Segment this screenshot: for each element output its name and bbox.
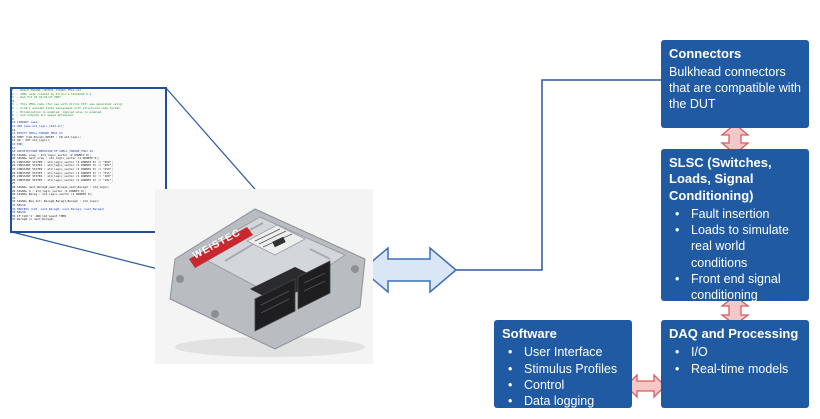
slsc-item-fault-insertion: Fault insertion xyxy=(669,206,801,223)
code-line: 14 PORT (CLK,Bcoupl,RESET : IN std_logic… xyxy=(12,134,82,139)
code-line: 15 Q0 : OUT std_logic); xyxy=(12,138,51,143)
code-line: 1 -- BOSCH_ENGINE_CONTROL_TORQUE_FMA1.vh… xyxy=(12,88,82,92)
code-listing-panel: 1 -- BOSCH_ENGINE_CONTROL_TORQUE_FMA1.vh… xyxy=(10,87,167,233)
code-line: 10 LIBRARY ieee; xyxy=(12,120,39,125)
code-line: 31 xyxy=(12,195,16,200)
code-line: 33 BEGIN xyxy=(12,203,26,207)
ecu-image: WEISTEC xyxy=(155,189,373,364)
code-lines: 1 -- BOSCH_ENGINE_CONTROL_TORQUE_FMA1.vh… xyxy=(12,89,165,222)
code-line: 24 CONSTANT STATE3 : std_logic_vector (2… xyxy=(12,170,114,175)
code-line: 37 Bsreg0 <= next_Bsreg0; xyxy=(12,217,55,222)
code-line: 30 SIGNAL Bsreg : std_logic_vector (2 DO… xyxy=(12,192,93,197)
daq-list: I/O Real-time models xyxy=(669,344,801,377)
code-line: 23 CONSTANT STATE2 : std_logic_vector (2… xyxy=(12,167,114,172)
code-line: 9 xyxy=(12,116,14,121)
software-box: Software User Interface Stimulus Profile… xyxy=(494,320,632,410)
link-line-connectors xyxy=(455,79,661,271)
software-list: User Interface Stimulus Profiles Control… xyxy=(502,344,624,409)
code-line: 13 ENTITY SHELL_TORQUE_FMA1 IS xyxy=(12,131,63,136)
code-line: 18 ARCHITECTURE BEHAVIOR OF SHELL_TORQUE… xyxy=(12,149,93,154)
connectors-text: Bulkhead connectors that are compatible … xyxy=(669,65,802,112)
code-line: 2 -- VHDL code created by Xilinx's State… xyxy=(12,91,92,96)
code-line: 29 SIGNAL Q : std_logic_vector (1 DOWNTO… xyxy=(12,188,87,193)
code-line: 35 BEGIN xyxy=(12,210,26,215)
double-arrow-ecu xyxy=(360,246,458,294)
code-line: 12 xyxy=(12,127,16,132)
ecu-drawing: WEISTEC xyxy=(169,208,366,357)
code-line: 7 -- Minimization is enabled, implied el… xyxy=(12,109,103,114)
connectors-box: Connectors Bulkhead connectors that are … xyxy=(661,40,809,128)
code-line: 32 SIGNAL Bus_Int: Bsreg0,Bsreg1,Bsreg2 … xyxy=(12,199,100,204)
slsc-box: SLSC (Switches, Loads, Signal Conditioni… xyxy=(661,149,809,304)
connectors-title: Connectors xyxy=(669,46,742,61)
code-line: 6 -- binary encoded state assignment wit… xyxy=(12,105,122,110)
daq-box: DAQ and Processing I/O Real-time models xyxy=(661,320,809,408)
code-line: 20 SIGNAL next_sreg : std_logic_vector (… xyxy=(12,156,100,161)
code-line: 19 SIGNAL sreg : std_logic_vector (2 DOW… xyxy=(12,152,92,157)
software-title: Software xyxy=(502,326,557,341)
daq-item-real-time-models: Real-time models xyxy=(669,361,801,378)
code-line: 34 PROCESS (CLK, next_Bsreg0, next_Bsreg… xyxy=(12,206,105,211)
code-line: 16 END; xyxy=(12,141,24,146)
slsc-item-loads: Loads to simulate real world conditions xyxy=(669,222,801,271)
daq-item-io: I/O xyxy=(669,344,801,361)
slsc-list: Fault insertion Loads to simulate real w… xyxy=(669,206,801,304)
software-item-stimulus-profiles: Stimulus Profiles xyxy=(502,361,624,378)
code-line: 27 xyxy=(12,181,16,186)
code-line: 26 CONSTANT STATE5 : std_logic_vector (2… xyxy=(12,177,114,182)
slsc-title: SLSC (Switches, Loads, Signal Conditioni… xyxy=(669,155,772,203)
code-line: 8 -- and outputs are speed optimized. xyxy=(12,113,75,118)
code-line: 17 xyxy=(12,145,16,150)
code-line: 3 -- Wed Oct 20 10:21:23 2007 xyxy=(12,95,61,100)
software-item-data-logging: Data logging xyxy=(502,393,624,410)
daq-title: DAQ and Processing xyxy=(669,326,799,341)
slsc-item-signal-conditioning: Front end signal conditioning xyxy=(669,271,801,304)
code-line: 25 CONSTANT STATE4 : std_logic_vector (2… xyxy=(12,174,114,179)
software-item-control: Control xyxy=(502,377,624,394)
code-line: 28 SIGNAL next_Bsreg0,next_Bsreg1,next_B… xyxy=(12,185,110,190)
code-line: 22 CONSTANT STATE1 : std_logic_vector (2… xyxy=(12,163,114,168)
code-line: 11 USE ieee.std_logic_1164.all; xyxy=(12,123,65,128)
code-line: 21 CONSTANT STATE0 : std_logic_vector (2… xyxy=(12,159,114,164)
software-item-user-interface: User Interface xyxy=(502,344,624,361)
code-line: 36 IF CLK='1' AND CLK'event THEN xyxy=(12,213,66,218)
code-line: 5 -- This VHDL code (for use with Xilinx… xyxy=(12,102,124,107)
code-line: 4 xyxy=(12,98,14,103)
